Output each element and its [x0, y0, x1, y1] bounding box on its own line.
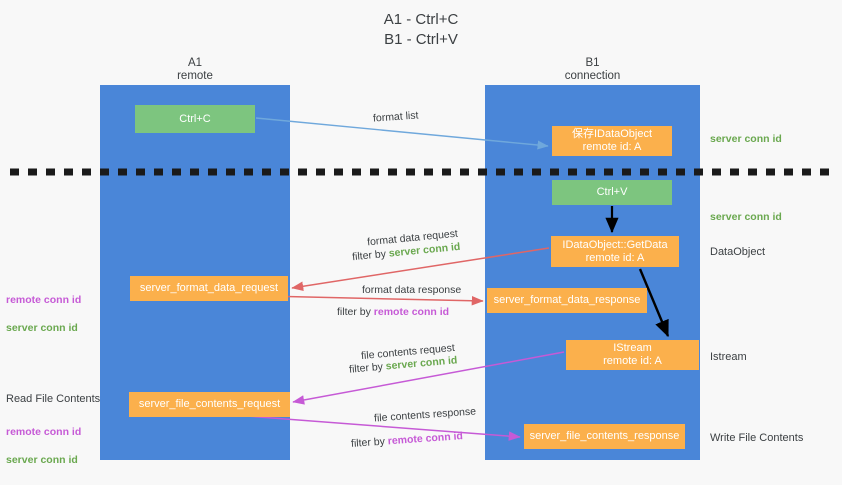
lane-b-header: B1 connection [564, 57, 621, 82]
filter-prefix: filter by [348, 360, 387, 376]
note-right-dataobject: DataObject [710, 246, 766, 258]
box-server-format-data-request[interactable]: server_format_data_request [130, 276, 288, 301]
filter-prefix: filter by [351, 247, 390, 264]
note-right-istream: Istream [710, 351, 747, 363]
note-remote-conn-id: remote conn id [6, 426, 82, 438]
lane-a-header: A1 remote [177, 57, 213, 82]
box-istream[interactable]: IStream remote id: A [566, 340, 699, 370]
note-remote-conn-id: remote conn id [6, 294, 82, 306]
note-right-server-conn-id-mid: server conn id [710, 211, 782, 223]
filter-value-remote-conn-id: remote conn id [387, 430, 464, 448]
note-right-server-conn-id-top: server conn id [710, 133, 782, 145]
label-format-data-response-filter: filter by remote conn id [337, 305, 449, 320]
box-save-idataobject[interactable]: 保存IDataObject remote id: A [552, 126, 672, 156]
box-ctrl-c[interactable]: Ctrl+C [135, 105, 255, 133]
filter-prefix: filter by [350, 435, 389, 450]
label-format-list: format list [372, 109, 419, 125]
box-server-file-contents-request[interactable]: server_file_contents_request [129, 392, 290, 417]
label-file-contents-response: file contents response [373, 405, 477, 425]
page-title: A1 - Ctrl+C B1 - Ctrl+V [383, 11, 459, 48]
box-ctrl-v[interactable]: Ctrl+V [552, 180, 672, 205]
box-server-file-contents-response[interactable]: server_file_contents_response [524, 424, 685, 449]
label-file-contents-response-filter: filter by remote conn id [351, 429, 464, 452]
box-idataobject-getdata[interactable]: IDataObject::GetData remote id: A [551, 236, 679, 267]
note-left-conn-ids-top: remote conn id server conn id [6, 279, 81, 349]
note-left-conn-ids-bottom: remote conn id server conn id [6, 411, 81, 481]
note-server-conn-id: server conn id [6, 454, 78, 466]
note-read-file-contents: Read File Contents [6, 393, 101, 405]
filter-prefix: filter by [337, 306, 374, 318]
label-format-data-response: format data response [362, 284, 462, 296]
filter-value-remote-conn-id: remote conn id [373, 306, 450, 318]
note-right-write-file-contents: Write File Contents [710, 432, 804, 444]
box-server-format-data-response[interactable]: server_format_data_response [487, 288, 647, 313]
note-server-conn-id: server conn id [6, 322, 78, 334]
